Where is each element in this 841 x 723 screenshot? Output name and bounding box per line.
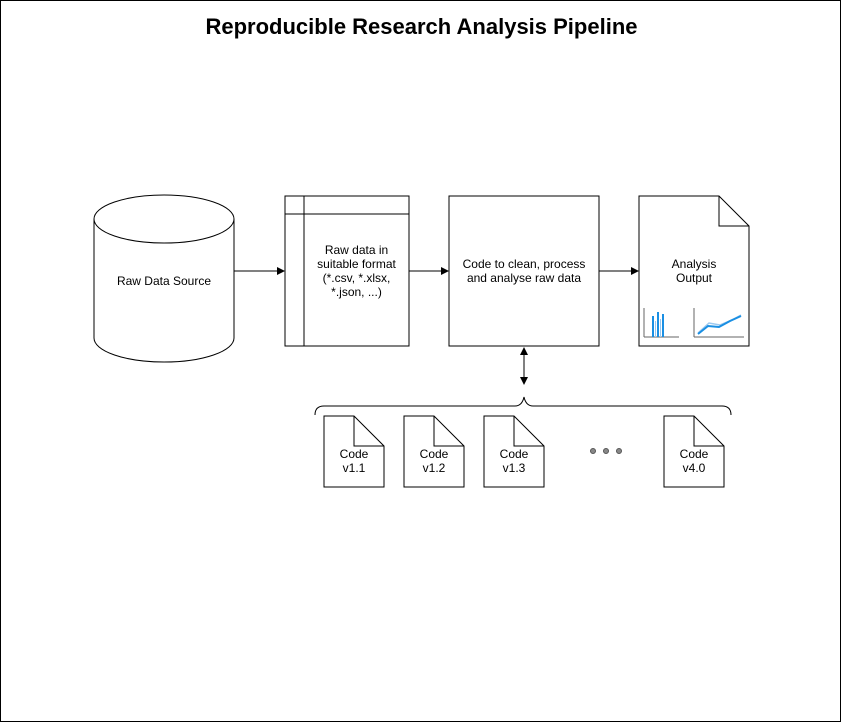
raw-data-format-label: Raw data in suitable format (*.csv, *.xl… xyxy=(317,243,396,299)
analysis-output-label: Analysis Output xyxy=(671,257,717,285)
version-label-4: Code v4.0 xyxy=(679,447,709,475)
raw-data-source-cylinder xyxy=(93,194,235,363)
raw-data-format-box xyxy=(284,195,410,347)
ellipsis-dots xyxy=(590,448,622,454)
version-label-3: Code v1.3 xyxy=(499,447,529,475)
version-doc-2 xyxy=(403,415,465,488)
version-doc-3 xyxy=(483,415,545,488)
version-doc-1 xyxy=(323,415,385,488)
code-process-box xyxy=(448,195,600,347)
version-label-1: Code v1.1 xyxy=(339,447,369,475)
version-label-2: Code v1.2 xyxy=(419,447,449,475)
version-brace xyxy=(314,396,732,416)
analysis-output-document xyxy=(638,195,750,347)
diagram-title: Reproducible Research Analysis Pipeline xyxy=(205,14,638,39)
bar-chart-icon xyxy=(643,308,679,338)
raw-data-source-label: Raw Data Source xyxy=(116,274,212,288)
line-chart-icon xyxy=(693,308,744,338)
version-doc-4 xyxy=(663,415,725,488)
code-process-label: Code to clean, process and analyse raw d… xyxy=(462,257,586,285)
